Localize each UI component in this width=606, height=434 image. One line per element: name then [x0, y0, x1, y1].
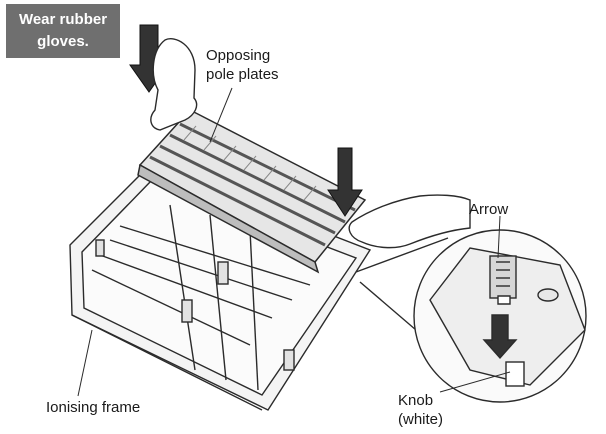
label-knob: Knob (white) — [398, 391, 443, 429]
warning-line-2: gloves. — [37, 33, 89, 50]
warning-line-1: Wear rubber — [18, 11, 108, 28]
leader-lines — [77, 87, 511, 397]
label-pole-line-1: Opposing — [206, 47, 271, 64]
detail-callout — [355, 229, 587, 403]
label-knob-line-2: (white) — [398, 411, 444, 428]
pole-plates-drawing — [137, 109, 367, 274]
label-opposing-pole-plates: Opposing pole plates — [206, 46, 279, 84]
label-pole-line-2: pole plates — [206, 66, 279, 83]
wear-gloves-warning: Wear rubber gloves. — [6, 4, 120, 58]
label-ionising-frame: Ionising frame — [46, 399, 141, 416]
gloved-hands — [150, 38, 471, 249]
label-knob-line-1: Knob — [398, 392, 434, 409]
label-arrow: Arrow — [469, 201, 509, 218]
